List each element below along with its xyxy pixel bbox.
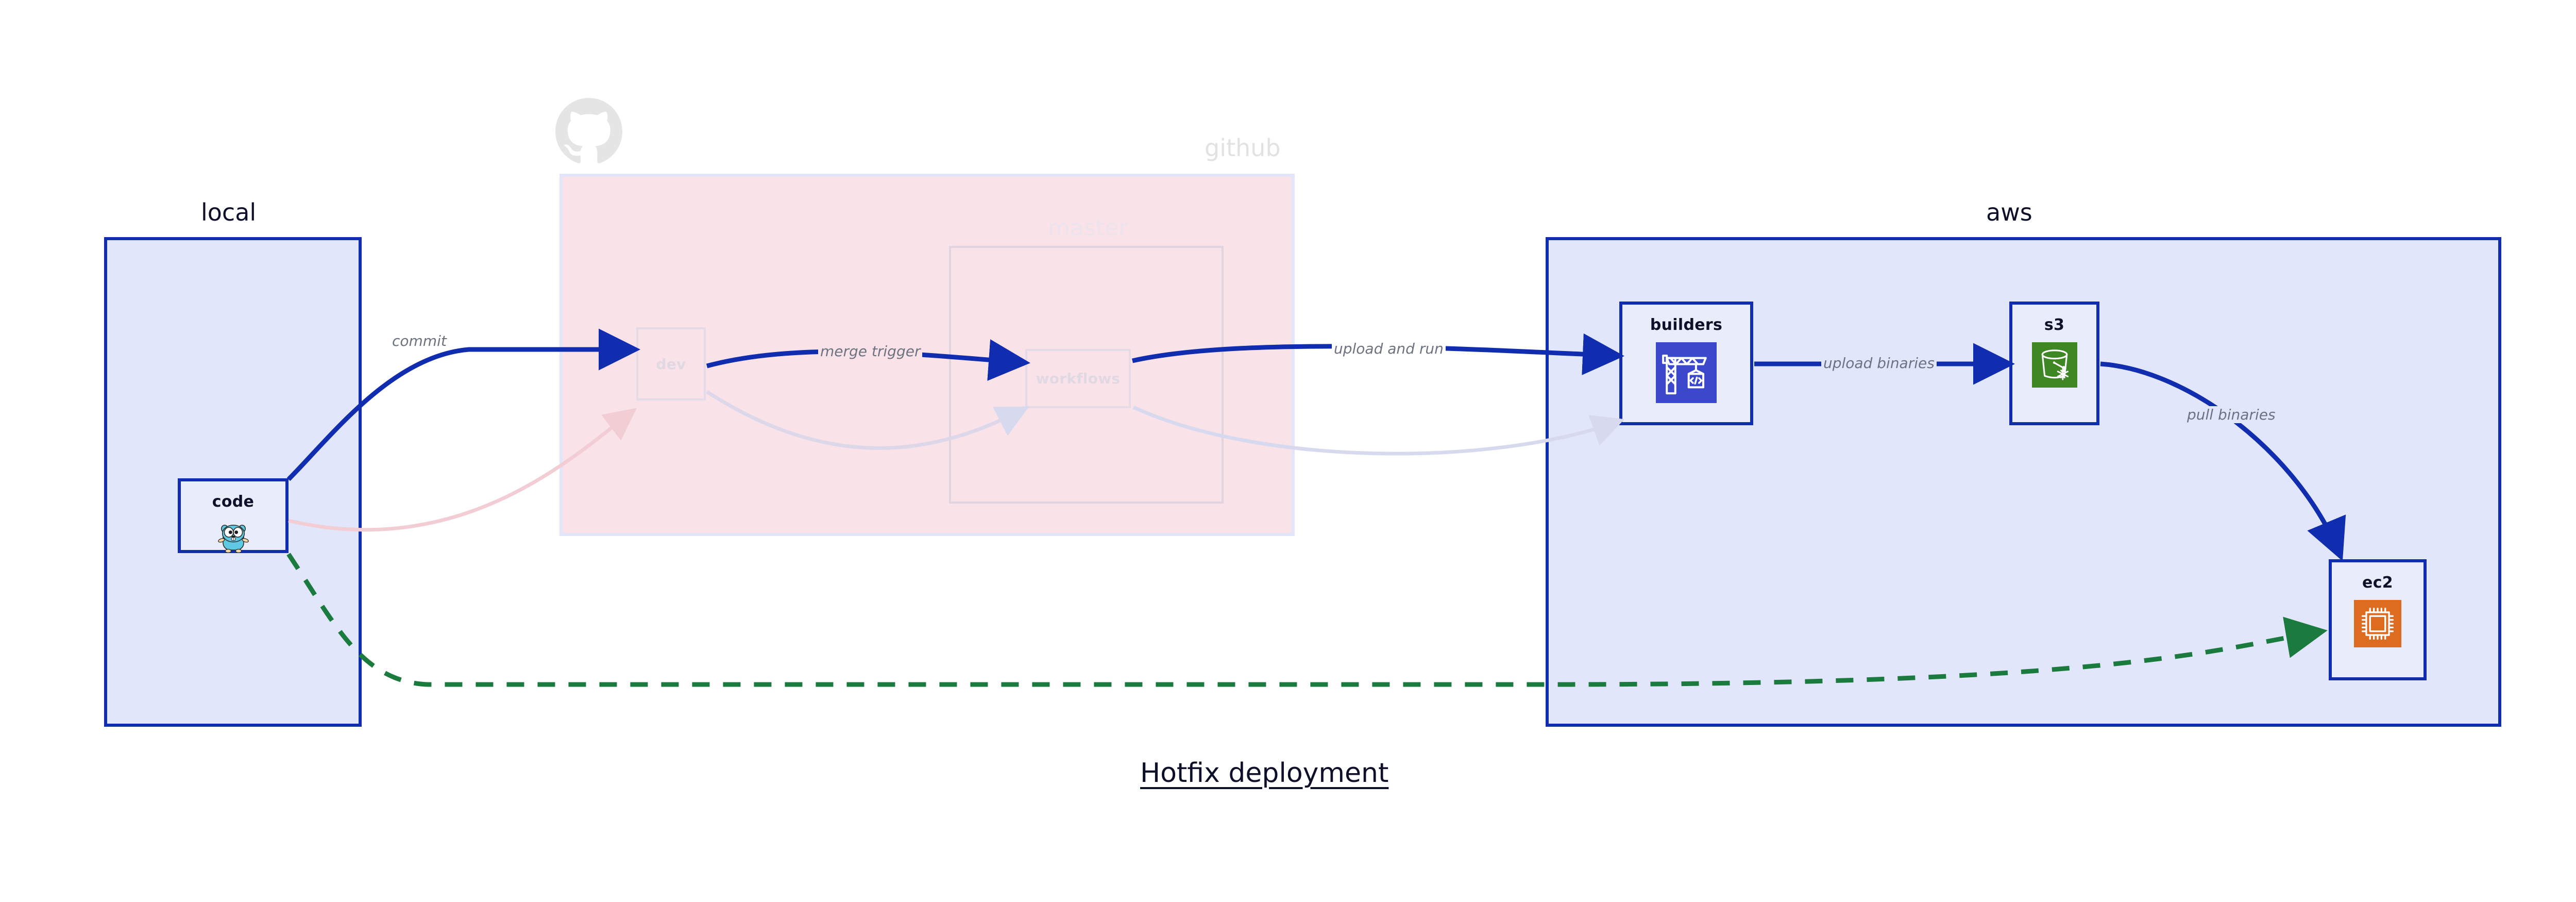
group-local-title: local bbox=[201, 198, 257, 226]
node-dev[interactable]: dev bbox=[636, 327, 706, 400]
go-gopher-icon bbox=[214, 519, 253, 558]
node-dev-label: dev bbox=[656, 355, 686, 373]
edge-label-commit: commit bbox=[390, 332, 449, 349]
node-ec2-label: ec2 bbox=[2362, 574, 2393, 592]
group-master-title: master bbox=[1048, 215, 1128, 241]
node-ec2[interactable]: ec2 bbox=[2329, 559, 2427, 680]
edge-label-upload-and-run: upload and run bbox=[1332, 340, 1446, 357]
node-workflows-label: workflows bbox=[1036, 370, 1121, 387]
group-github-title: github bbox=[1205, 134, 1281, 162]
diagram-title: Hotfix deployment bbox=[1140, 758, 1389, 789]
github-octocat-logo bbox=[555, 98, 622, 165]
node-s3[interactable]: s3 bbox=[2009, 302, 2099, 425]
group-aws-title: aws bbox=[1986, 198, 2032, 226]
edge-label-merge-trigger: merge trigger bbox=[818, 343, 923, 360]
node-workflows[interactable]: workflows bbox=[1025, 349, 1131, 408]
edge-label-upload-binaries: upload binaries bbox=[1821, 355, 1937, 372]
aws-s3-glacier-bucket-icon bbox=[2031, 342, 2077, 390]
aws-ec2-chip-icon bbox=[2354, 600, 2401, 649]
node-code-label: code bbox=[212, 493, 255, 511]
node-builders-label: builders bbox=[1650, 316, 1723, 334]
edge-label-pull-binaries: pull binaries bbox=[2185, 406, 2278, 423]
node-s3-label: s3 bbox=[2044, 316, 2065, 334]
aws-codebuild-crane-icon bbox=[1656, 342, 1717, 405]
group-master bbox=[949, 246, 1224, 504]
node-builders[interactable]: builders bbox=[1619, 302, 1753, 425]
node-code[interactable]: code bbox=[178, 478, 289, 554]
